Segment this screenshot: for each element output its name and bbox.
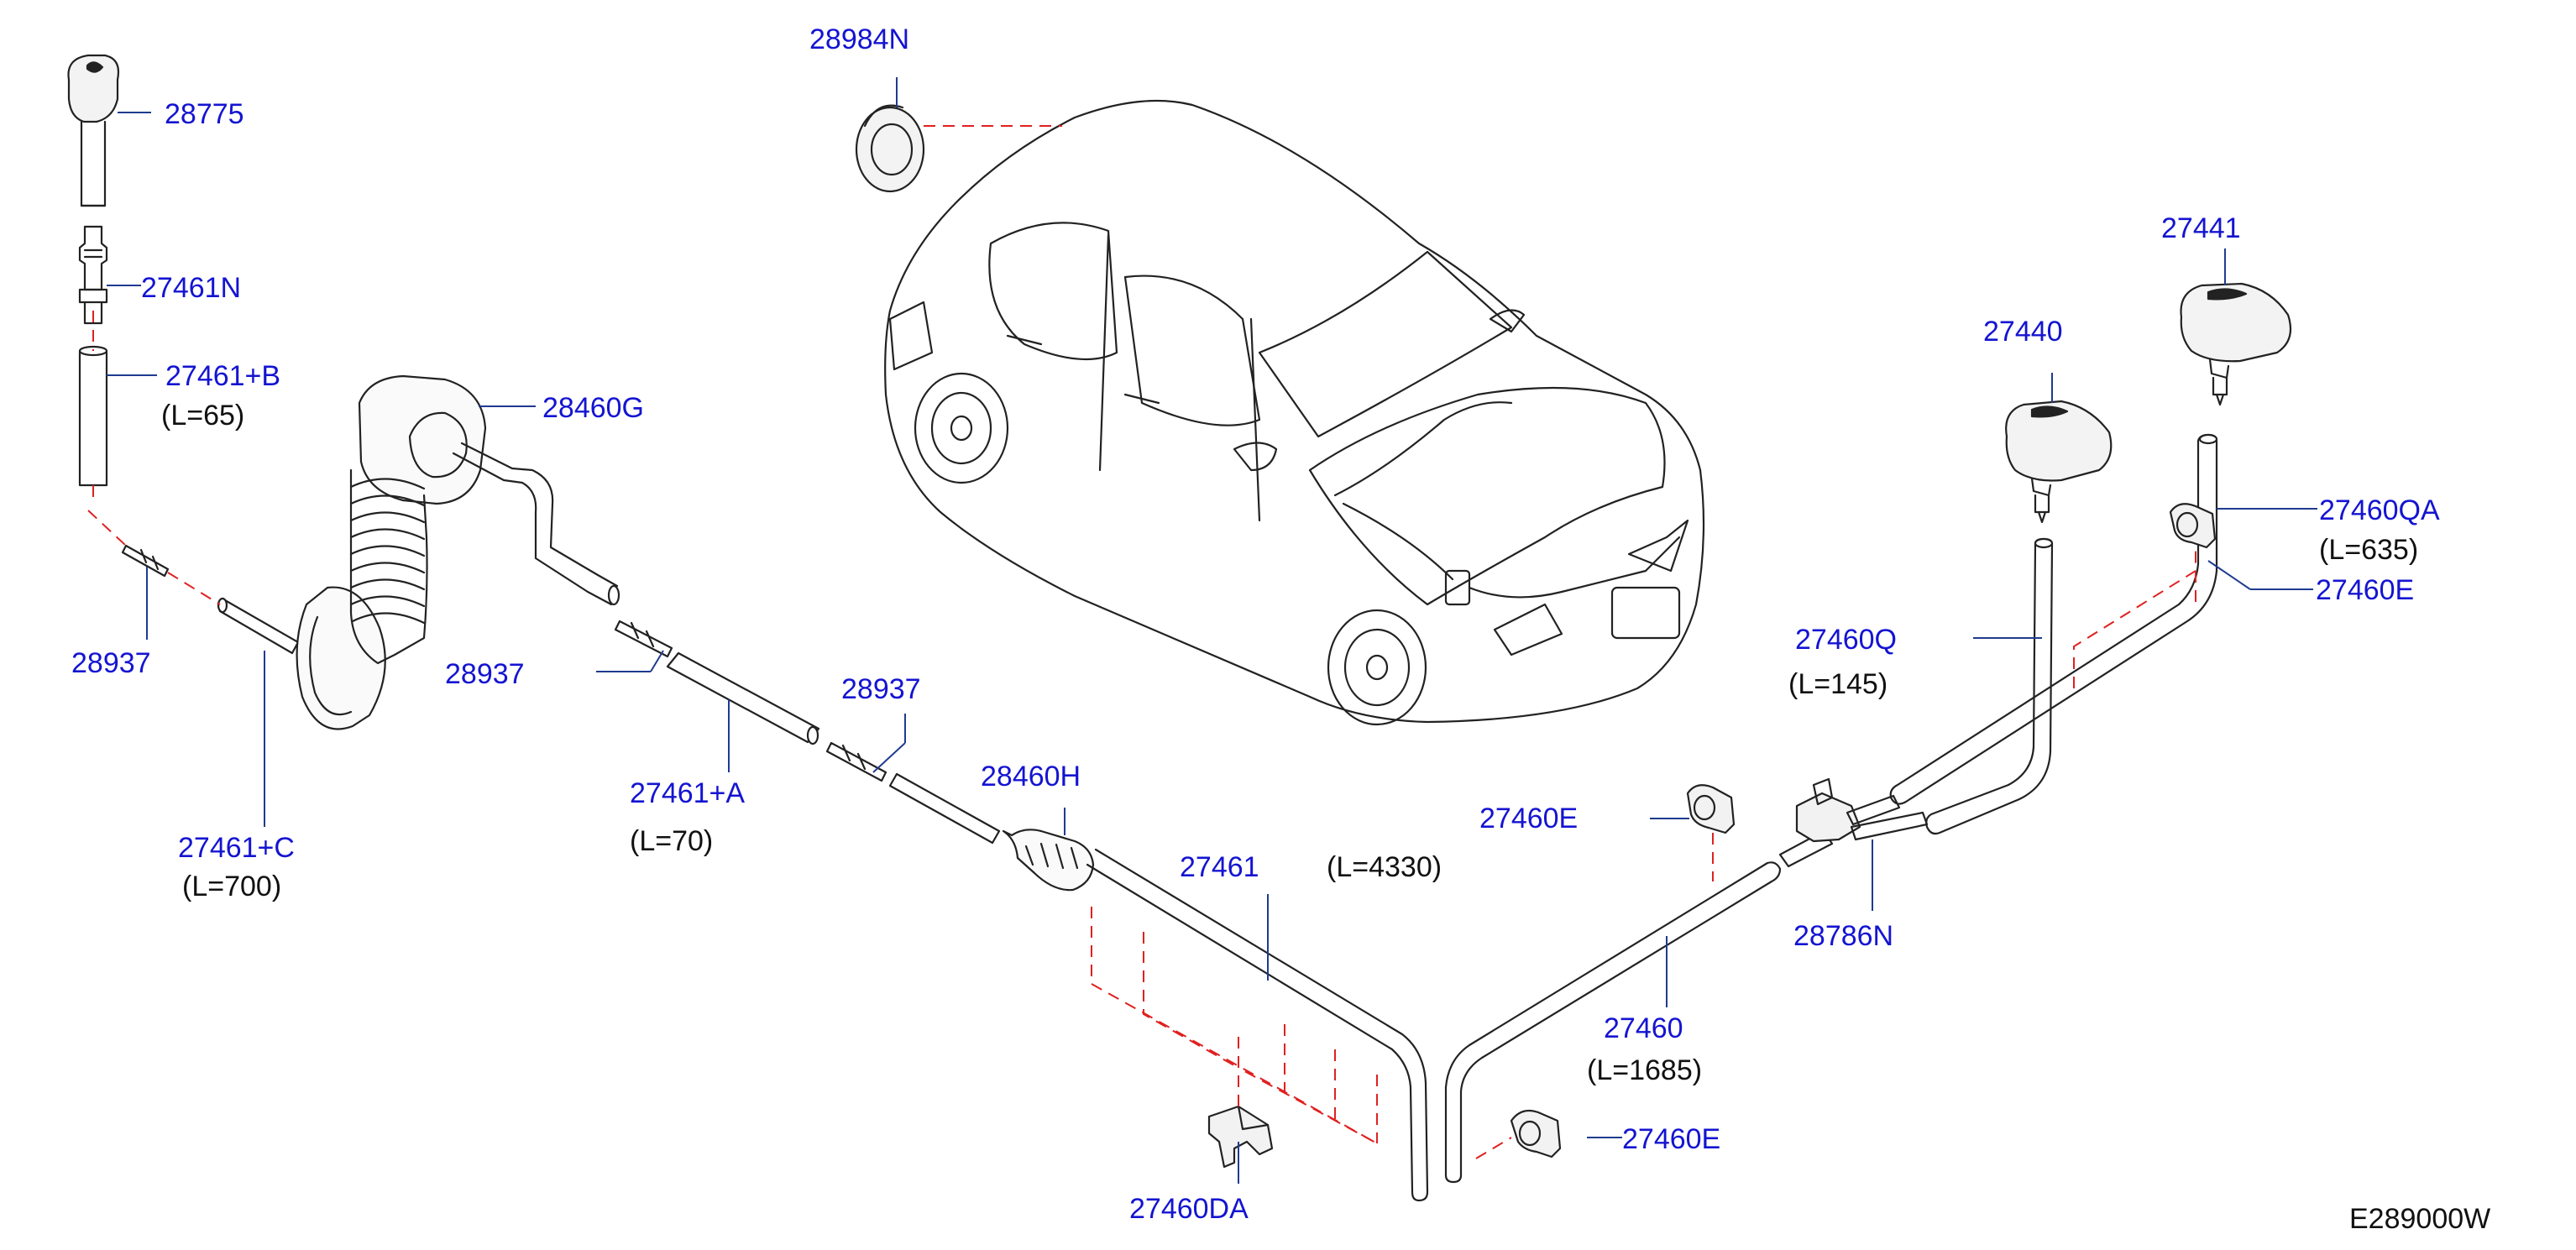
label-27441: 27441 (2161, 212, 2241, 244)
vehicle-outline (884, 99, 1705, 726)
tube-27461b (78, 345, 108, 487)
label-27440: 27440 (1983, 316, 2063, 348)
label-27461: 27461 (1180, 851, 1259, 883)
label-27460qa: 27460QA (2319, 494, 2440, 526)
label-28937-left: 28937 (71, 647, 151, 679)
length-27460q: (L=145) (1788, 668, 1888, 700)
length-27460: (L=1685) (1587, 1054, 1703, 1086)
label-28984n: 28984N (809, 24, 910, 55)
grommet-28984n (855, 104, 925, 193)
label-27460q: 27460Q (1795, 624, 1897, 656)
label-27461b: 27461+B (165, 360, 281, 392)
label-28937-right: 28937 (841, 673, 921, 705)
tube-27461a (666, 651, 820, 745)
nozzle-28775 (67, 54, 120, 207)
joint-28937-middle (614, 620, 673, 658)
label-27461c: 27461+C (178, 832, 295, 864)
tube-27461c (217, 597, 300, 655)
label-27460: 27460 (1604, 1012, 1683, 1044)
hose-27461 (1086, 848, 1429, 1202)
leader-lines (107, 77, 2317, 1184)
grommet-28460g (296, 374, 620, 730)
length-27461b: (L=65) (161, 400, 245, 431)
clip-27460e-lower (1510, 1109, 1562, 1158)
label-27460e-lower: 27460E (1622, 1123, 1721, 1155)
length-27460qa: (L=635) (2319, 534, 2419, 566)
nozzle-27441 (2180, 282, 2292, 406)
connector-27461n (78, 225, 108, 325)
length-27461a: (L=70) (630, 825, 714, 857)
label-27461n: 27461N (141, 272, 242, 304)
nozzle-27440 (2005, 400, 2113, 524)
drawing-code: E289000W (2349, 1203, 2491, 1235)
clip-27460da (1207, 1105, 1274, 1169)
hose-27460 (1444, 861, 1782, 1184)
joint-28937-right (825, 741, 887, 782)
label-28460g: 28460G (542, 392, 644, 424)
label-27460e-upper: 27460E (1479, 803, 1579, 834)
label-27461a: 27461+A (630, 777, 746, 809)
length-27461: (L=4330) (1327, 851, 1442, 883)
label-28775: 28775 (165, 98, 244, 130)
label-28937-middle: 28937 (445, 658, 525, 690)
hose-27460qa (1889, 433, 2218, 805)
clip-27460e-right (2169, 503, 2217, 549)
dashed-guides (87, 125, 2196, 1159)
label-28786n: 28786N (1793, 920, 1894, 952)
label-27460e-right: 27460E (2316, 574, 2415, 606)
clip-27460e-upper (1686, 784, 1736, 834)
joint-28937-left (121, 544, 170, 578)
grommet-28460h (888, 772, 1095, 892)
label-27460da: 27460DA (1129, 1193, 1249, 1225)
length-27461c: (L=700) (182, 871, 282, 902)
hose-27460q (1925, 537, 2054, 835)
label-28460h: 28460H (981, 761, 1081, 792)
joint-28786n (1778, 777, 1929, 868)
